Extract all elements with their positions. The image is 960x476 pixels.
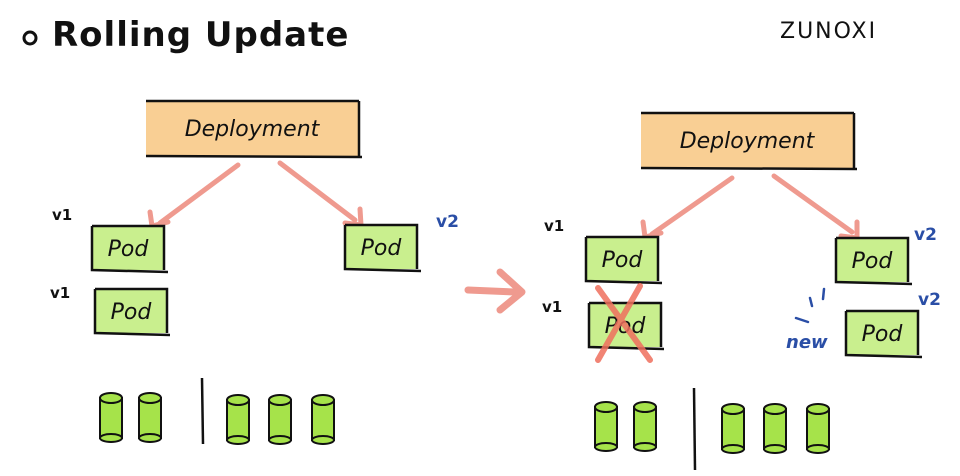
left-cylinder-5 (311, 394, 335, 445)
transition-arrow-icon (464, 268, 526, 314)
right-pod-1-version: v1 (544, 217, 564, 235)
left-cylinder-4 (268, 394, 292, 445)
left-cylinder-3 (226, 394, 250, 445)
left-deployment-box (146, 101, 359, 156)
right-pod-2-version: v1 (542, 298, 562, 316)
left-pod-3-label: Pod (361, 236, 403, 261)
right-pod-4-label: Pod (862, 322, 904, 347)
left-pod-3 (345, 225, 417, 269)
right-deployment-label: Deployment (680, 129, 816, 154)
left-cylinder-divider (200, 377, 205, 445)
right-deployment-box (641, 113, 854, 168)
left-pod-2-version: v1 (50, 284, 70, 302)
right-cylinders (594, 387, 830, 471)
title-bullet-icon (22, 30, 38, 46)
right-diagram: Deployment Pod v1 Pod v1 Pod v2 Pod v2 (542, 111, 941, 471)
left-pod-1-version: v1 (52, 206, 72, 224)
right-pod-3-version: v2 (914, 225, 937, 245)
new-label: new (786, 332, 828, 353)
left-diagram: Deployment Pod v1 Pod v1 Pod v2 (50, 99, 459, 445)
new-sparkle-icon (794, 287, 826, 324)
left-arrow-to-pod1 (157, 162, 241, 226)
right-pod-4-version: v2 (918, 290, 941, 310)
left-pod-2 (95, 289, 167, 333)
delete-cross-icon (595, 283, 653, 363)
right-cylinder-4 (763, 403, 787, 454)
left-pod-1 (92, 226, 164, 270)
right-pod-3-label: Pod (852, 249, 894, 274)
right-arrow-to-pod1 (649, 175, 735, 237)
left-pod-1-label: Pod (108, 237, 150, 262)
right-arrow-to-pod3 (771, 173, 855, 235)
right-cylinder-divider (692, 387, 697, 471)
author-label: ZUNOXI (780, 19, 877, 44)
right-cylinder-3 (721, 403, 745, 454)
right-pod-1-label: Pod (602, 248, 644, 273)
right-cylinder-1 (594, 401, 618, 452)
right-cylinder-5 (806, 403, 830, 454)
left-cylinders (99, 377, 335, 445)
left-deployment-label: Deployment (185, 117, 321, 142)
left-cylinder-1 (99, 392, 123, 443)
right-pod-3 (836, 238, 908, 282)
right-pod-1 (586, 237, 658, 281)
right-cylinder-2 (633, 401, 657, 452)
left-cylinder-2 (138, 392, 162, 443)
left-pod-2-label: Pod (111, 300, 153, 325)
left-pod-3-version: v2 (436, 212, 459, 232)
left-arrow-to-pod3 (277, 160, 358, 223)
right-pod-4 (846, 311, 918, 355)
page-title: Rolling Update (52, 15, 349, 55)
